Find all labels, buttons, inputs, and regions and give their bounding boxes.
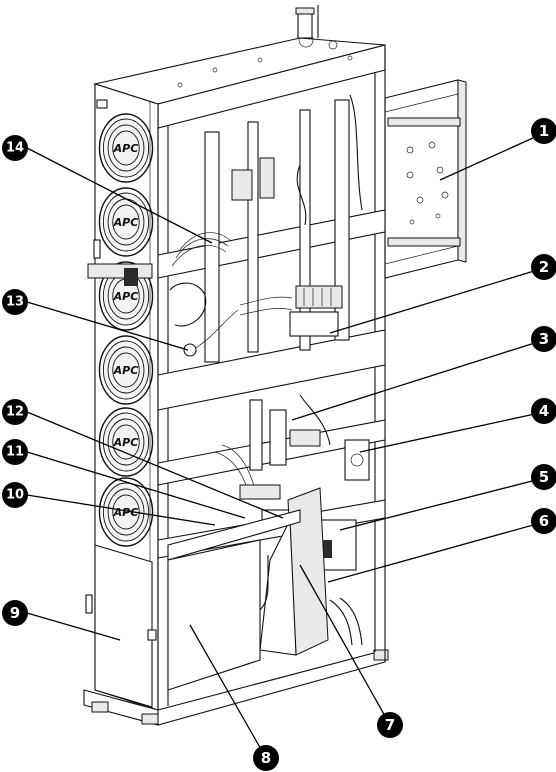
front-blank-panel (86, 545, 156, 707)
fan-logo-text: APC (113, 290, 139, 303)
fan-logo-text: APC (113, 436, 139, 449)
fan-1: APC (99, 114, 152, 182)
callout-2: 2 (531, 254, 556, 280)
callout-4-number: 4 (539, 402, 549, 420)
callout-1-number: 1 (539, 122, 549, 140)
rear-mounting-bracket (385, 80, 466, 278)
callout-13: 13 (2, 289, 28, 315)
top-pipe-connector (296, 5, 318, 38)
fan-logo-text: APC (113, 364, 139, 377)
fan-4: APC (99, 336, 152, 404)
leader-6 (328, 522, 544, 582)
callout-8: 8 (253, 745, 279, 771)
callout-5-number: 5 (539, 468, 549, 486)
leader-2 (330, 268, 544, 333)
callout-9: 9 (2, 600, 28, 626)
callout-12-number: 12 (6, 405, 24, 420)
callout-1: 1 (531, 118, 556, 144)
callout-8-number: 8 (261, 749, 271, 767)
callout-9-number: 9 (10, 604, 20, 622)
callout-3: 3 (531, 326, 556, 352)
callout-6-number: 6 (539, 512, 549, 530)
callout-14: 14 (2, 135, 28, 161)
callout-2-number: 2 (539, 258, 549, 276)
fan-logo-text: APC (113, 142, 139, 155)
callout-12: 12 (2, 399, 28, 425)
callout-4: 4 (531, 398, 556, 424)
callout-13-number: 13 (6, 295, 24, 310)
fan-logo-text: APC (113, 216, 139, 229)
callout-5: 5 (531, 464, 556, 490)
leader-4 (360, 412, 544, 452)
callout-11: 11 (2, 439, 28, 465)
callout-14-number: 14 (6, 141, 24, 156)
callout-7-number: 7 (385, 716, 395, 734)
callout-10-number: 10 (6, 488, 24, 503)
callout-6: 6 (531, 508, 556, 534)
callout-7: 7 (377, 712, 403, 738)
callout-10: 10 (2, 482, 28, 508)
callout-11-number: 11 (6, 445, 24, 460)
callout-3-number: 3 (539, 330, 549, 348)
fan-5: APC (99, 408, 152, 476)
